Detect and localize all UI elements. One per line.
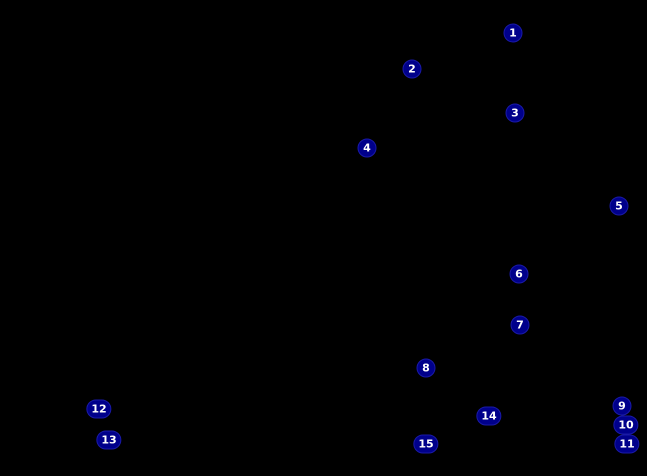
som-marker-14[interactable]: 14 bbox=[476, 406, 502, 426]
som-marker-6[interactable]: 6 bbox=[509, 264, 529, 284]
som-marker-5[interactable]: 5 bbox=[609, 196, 629, 216]
som-marker-15[interactable]: 15 bbox=[413, 434, 439, 454]
som-marker-7[interactable]: 7 bbox=[510, 315, 530, 335]
som-marker-12[interactable]: 12 bbox=[86, 399, 112, 419]
som-marker-1[interactable]: 1 bbox=[503, 23, 523, 43]
som-marker-4[interactable]: 4 bbox=[357, 138, 377, 158]
som-marker-13[interactable]: 13 bbox=[96, 430, 122, 450]
som-marker-3[interactable]: 3 bbox=[505, 103, 525, 123]
som-marker-10[interactable]: 10 bbox=[613, 415, 639, 435]
som-marker-2[interactable]: 2 bbox=[402, 59, 422, 79]
som-marker-8[interactable]: 8 bbox=[416, 358, 436, 378]
som-marker-9[interactable]: 9 bbox=[612, 396, 632, 416]
som-marker-11[interactable]: 11 bbox=[614, 434, 640, 454]
